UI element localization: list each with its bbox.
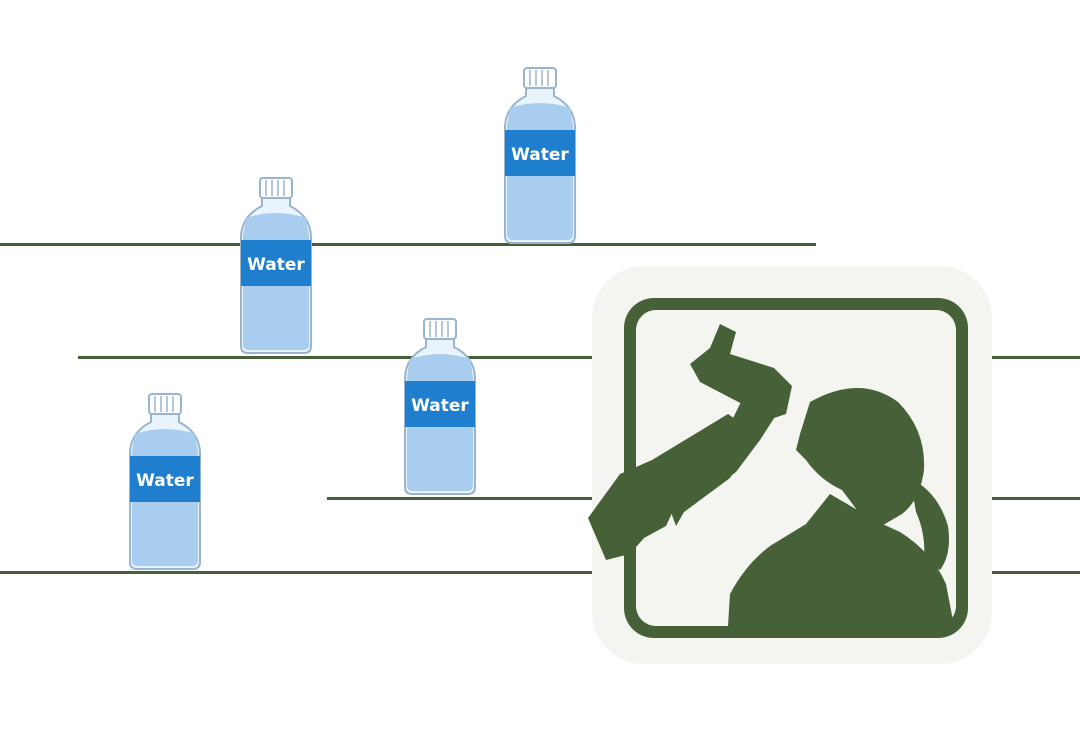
water-bottle-icon: Water	[240, 177, 312, 354]
drinking-sign	[560, 264, 996, 668]
bottle-label-text: Water	[136, 471, 194, 491]
bottle-label-text: Water	[247, 255, 305, 275]
shelf-line-second	[78, 356, 1080, 359]
bottle-label-text: Water	[511, 145, 569, 165]
water-bottle-3: Water	[402, 317, 478, 497]
bottle-label-text: Water	[411, 396, 469, 416]
shelf-line-bottom	[0, 571, 1080, 574]
water-bottle-icon: Water	[404, 318, 476, 495]
shelf-line-top	[0, 243, 816, 246]
person-drinking-bottle-icon	[588, 266, 992, 664]
water-bottle-icon: Water	[504, 67, 576, 244]
water-bottle-4: Water	[127, 392, 203, 572]
water-bottle-icon: Water	[129, 393, 201, 570]
water-bottle-1: Water	[502, 66, 578, 246]
water-bottle-2: Water	[238, 176, 314, 356]
